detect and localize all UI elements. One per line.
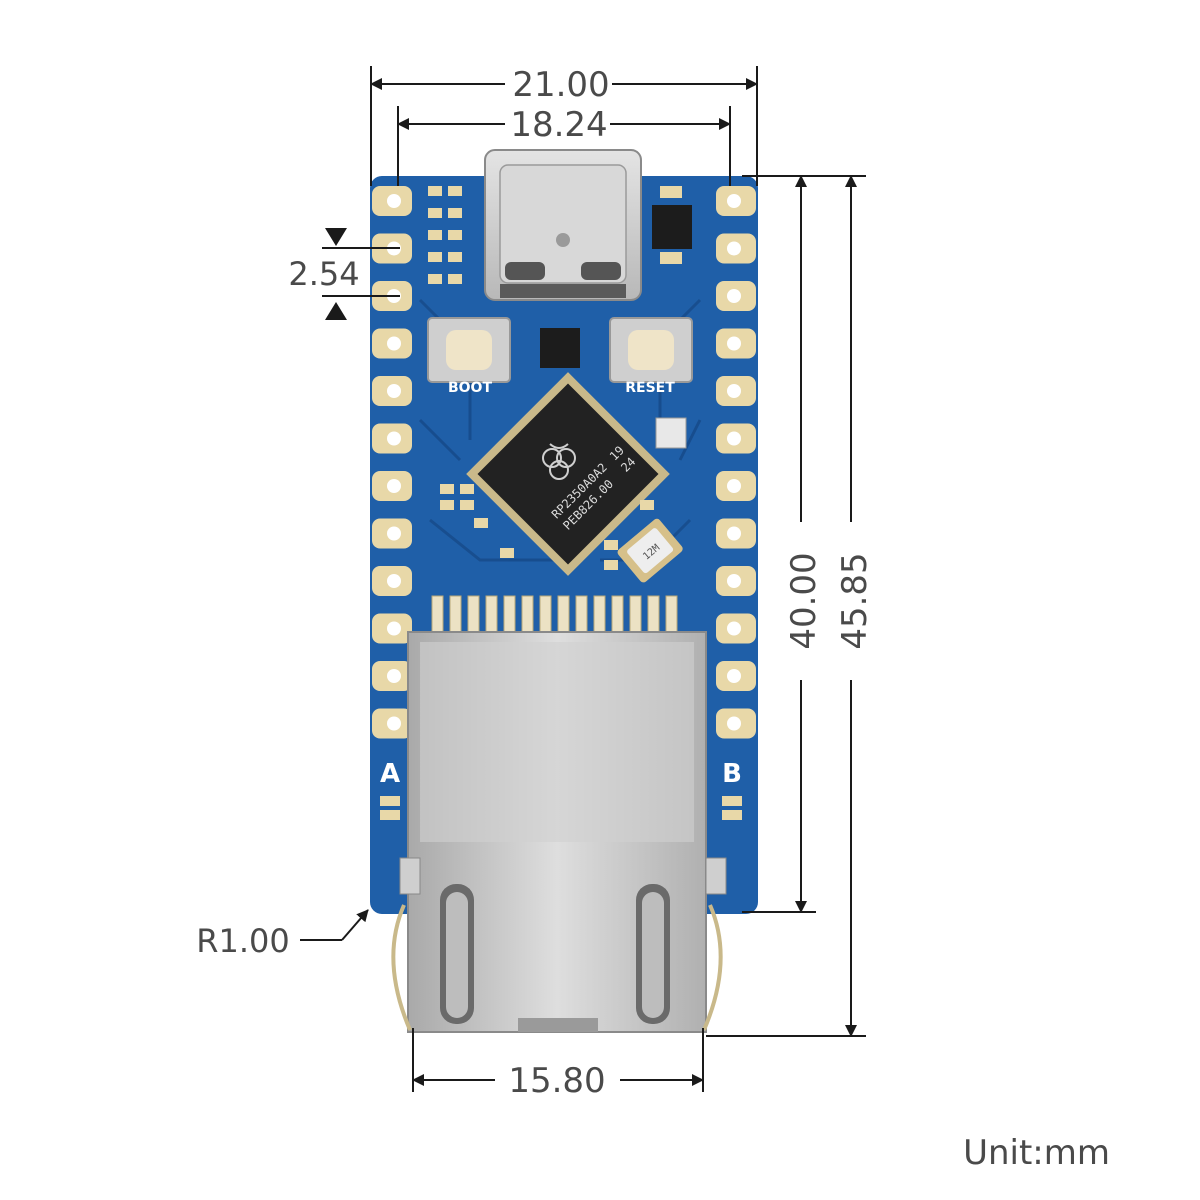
diode-component — [652, 205, 692, 249]
rj45-pin — [431, 595, 444, 637]
pad-hole — [727, 241, 741, 256]
crystal-oscillator: 12M — [617, 518, 683, 583]
pad-hole — [727, 574, 741, 588]
rj45-pin — [521, 595, 534, 637]
rj45-pins — [431, 595, 678, 637]
pad-hole — [387, 194, 401, 208]
pad-hole — [727, 621, 741, 636]
pad-hole — [387, 384, 401, 398]
pad-hole — [387, 574, 401, 588]
pad-hole — [387, 669, 401, 683]
solder-jumpers — [380, 796, 742, 820]
dim-overall-height: 45.85 — [835, 552, 875, 649]
pin-pads-right — [716, 186, 756, 739]
regulator-ic — [540, 328, 580, 368]
pad-hole — [727, 431, 741, 446]
pad-hole — [387, 479, 401, 493]
dim-rj45-width: 15.80 — [508, 1061, 605, 1101]
rj45-pin — [665, 595, 678, 637]
dim-corner-radius: R1.00 — [196, 922, 289, 960]
raspberry-logo-icon — [542, 443, 576, 480]
pad-hole — [387, 621, 401, 636]
pad-hole — [387, 526, 401, 541]
dim-board-height: 40.00 — [784, 552, 824, 649]
pad-hole — [387, 336, 401, 351]
pad-hole — [727, 479, 741, 493]
pad-hole — [387, 716, 401, 731]
pad-hole — [727, 336, 741, 351]
pad-hole — [387, 431, 401, 446]
dim-pin-pitch: 2.54 — [288, 255, 359, 293]
pad-hole — [727, 384, 741, 398]
rj45-pin — [449, 595, 462, 637]
side-label-a: A — [380, 759, 400, 789]
rj45-pin — [575, 595, 588, 637]
rj45-pin — [647, 595, 660, 637]
rj45-pin — [485, 595, 498, 637]
pad-hole — [727, 669, 741, 683]
pad-hole — [727, 716, 741, 731]
reset-label: RESET — [625, 380, 675, 396]
rj45-pin — [557, 595, 570, 637]
side-label-b: B — [722, 759, 742, 789]
rp2350-chip: RP2350A0A2 PEB826.00 19 24 — [466, 372, 670, 576]
reset-button[interactable] — [609, 317, 693, 383]
pitch-arrow-top-icon — [325, 228, 347, 246]
dim-overall-width: 21.00 — [512, 65, 609, 105]
usb-c-connector — [484, 149, 642, 301]
rj45-connector — [391, 631, 727, 1033]
smd-components-mid — [440, 484, 654, 570]
rj45-pin — [593, 595, 606, 637]
unit-label: Unit:mm — [963, 1133, 1110, 1173]
smd-components-top — [428, 186, 682, 284]
rj45-pin — [503, 595, 516, 637]
dim-inner-width: 18.24 — [510, 105, 607, 145]
rj45-pin — [539, 595, 552, 637]
dimension-lines — [300, 66, 866, 1092]
pitch-arrow-bottom-icon — [325, 302, 347, 320]
rj45-pin — [467, 595, 480, 637]
pad-hole — [727, 526, 741, 541]
rj45-pin — [611, 595, 624, 637]
rj45-pin — [629, 595, 642, 637]
pad-hole — [727, 289, 741, 303]
boot-button[interactable] — [427, 317, 511, 383]
rgb-led — [655, 417, 687, 449]
pad-hole — [727, 194, 741, 208]
boot-label: BOOT — [448, 380, 492, 396]
